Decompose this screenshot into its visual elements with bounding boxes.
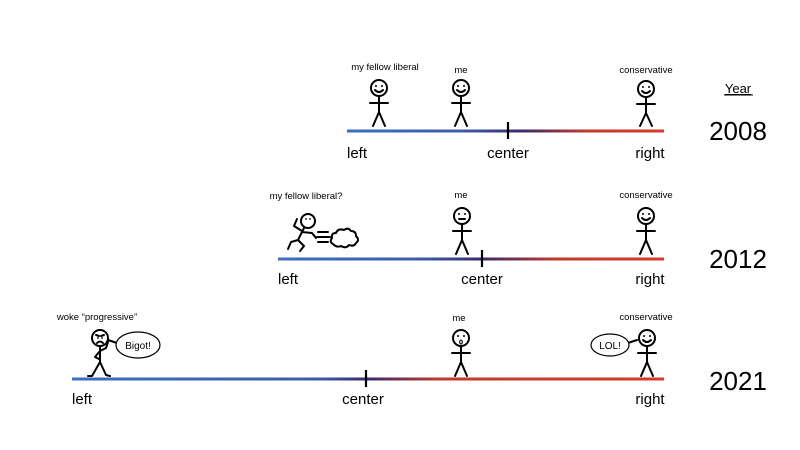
right-label-2021: right (635, 391, 665, 408)
dust-cloud-icon (316, 227, 359, 249)
conservative-figure-2008 (636, 80, 656, 127)
row-2012: left center right 2012 my fellow liberal… (270, 190, 767, 288)
left-label-2012: left (278, 271, 299, 288)
lol-speech-bubble: LOL! (590, 333, 638, 357)
left-label-2021: left (72, 391, 93, 408)
fellow-liberal-label-2012: my fellow liberal? (270, 191, 343, 202)
me-label-2021: me (452, 313, 465, 324)
me-figure-2008 (451, 79, 471, 127)
lol-speech-text: LOL! (599, 341, 621, 352)
me-label-2012: me (454, 190, 467, 201)
me-figure-2012 (452, 207, 472, 255)
conservative-figure-2012 (636, 207, 656, 255)
fellow-liberal-figure-2008 (369, 79, 389, 127)
row-2008: left center right 2008 my fellow liberal… (347, 62, 767, 162)
bigot-speech-text: Bigot! (125, 341, 151, 352)
progressive-figure-2021 (87, 329, 111, 377)
conservative-figure-2021 (637, 329, 657, 377)
bigot-speech-bubble: Bigot! (107, 331, 161, 359)
year-2021: 2021 (709, 366, 767, 396)
fellow-liberal-label-2008: my fellow liberal (351, 62, 419, 73)
center-label-2008: center (487, 145, 529, 162)
center-label-2012: center (461, 271, 503, 288)
running-liberal-figure-2012 (287, 213, 317, 252)
conservative-label-2012: conservative (619, 190, 672, 201)
left-label-2008: left (347, 145, 368, 162)
conservative-label-2008: conservative (619, 65, 672, 76)
row-2021: left center right 2021 woke “progressive… (56, 312, 767, 408)
center-label-2021: center (342, 391, 384, 408)
right-label-2008: right (635, 145, 665, 162)
year-2008: 2008 (709, 116, 767, 146)
year-2012: 2012 (709, 244, 767, 274)
me-label-2008: me (454, 65, 467, 76)
progressive-label-2021: woke “progressive” (56, 312, 137, 323)
right-label-2012: right (635, 271, 665, 288)
year-header: Year (725, 81, 752, 96)
me-figure-2021 (451, 329, 471, 377)
conservative-label-2021: conservative (619, 312, 672, 323)
